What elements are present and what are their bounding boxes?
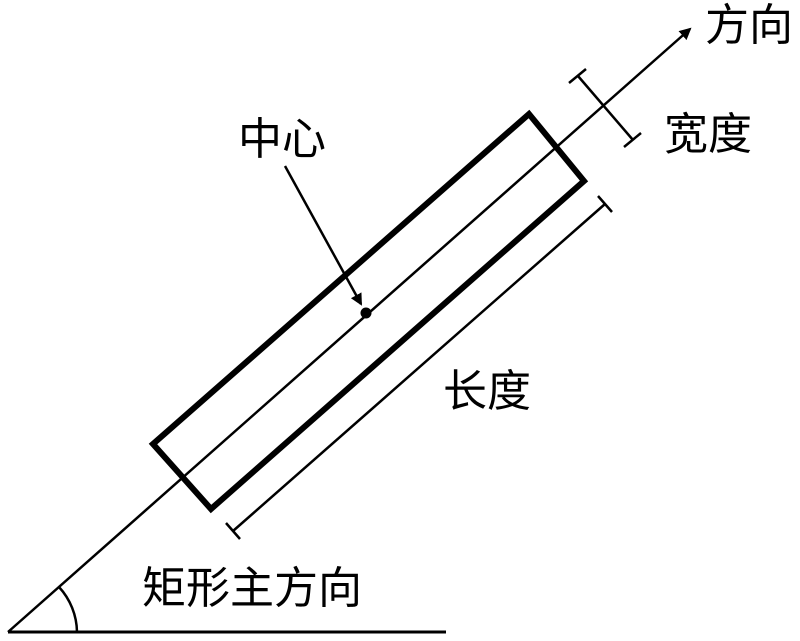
- center-label: 中心: [238, 114, 326, 165]
- angle-arc: [58, 586, 79, 633]
- rotated-rectangle: [148, 109, 589, 514]
- length-dimension: [225, 195, 613, 540]
- center-point: [360, 307, 372, 319]
- width-dimension: [568, 68, 642, 148]
- width-label: 宽度: [664, 109, 752, 160]
- direction-label: 方向: [705, 0, 793, 51]
- main-direction-label: 矩形主方向: [142, 563, 362, 614]
- direction-axis: [7, 27, 692, 633]
- length-label: 长度: [443, 366, 531, 417]
- center-arrow: [283, 165, 363, 306]
